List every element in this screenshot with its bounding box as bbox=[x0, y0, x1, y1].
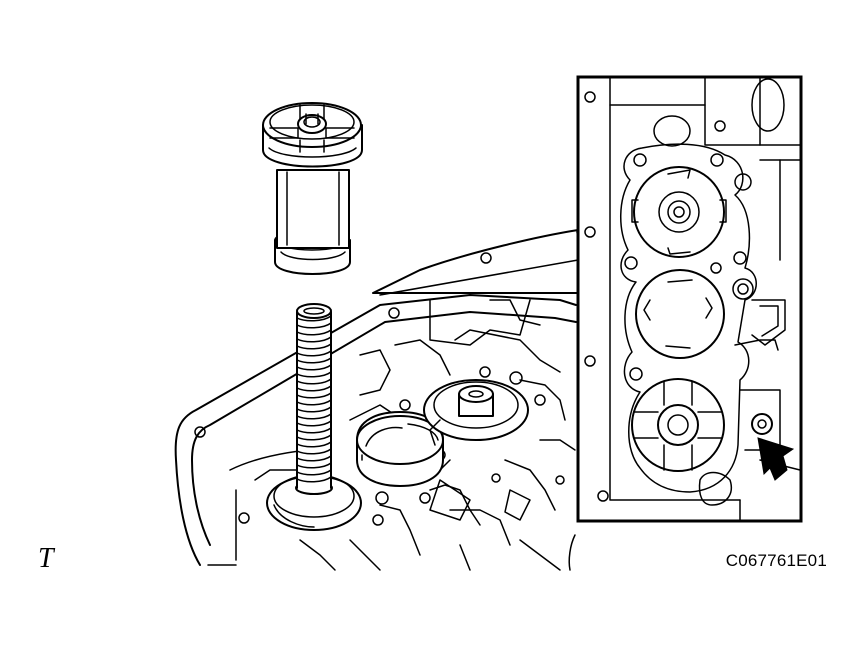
spring-coil bbox=[296, 322, 332, 329]
spring-coil bbox=[296, 427, 332, 434]
transmission-case bbox=[174, 226, 588, 571]
spring-coil bbox=[296, 462, 332, 469]
accumulator-piston-installed bbox=[356, 411, 444, 487]
spring-coil bbox=[296, 385, 332, 392]
figure-code: C067761E01 bbox=[725, 551, 827, 570]
spring-coil bbox=[296, 448, 332, 455]
spring-coil bbox=[296, 420, 332, 427]
detail-inset bbox=[576, 75, 803, 523]
spring-coil bbox=[296, 476, 332, 483]
spring-coil bbox=[296, 336, 332, 343]
spring-coil bbox=[296, 441, 332, 448]
spring-coil bbox=[296, 469, 332, 476]
spring-coil bbox=[296, 399, 332, 406]
accumulator-piston bbox=[262, 102, 363, 275]
spring-coil bbox=[296, 315, 332, 322]
spring-coil bbox=[296, 406, 332, 413]
spring-coil bbox=[296, 350, 332, 357]
spring-coil bbox=[296, 392, 332, 399]
callout-leader bbox=[372, 229, 579, 296]
spring-coil bbox=[296, 378, 332, 385]
spring-coil bbox=[296, 329, 332, 336]
spring-coil bbox=[296, 434, 332, 441]
accumulator-spring bbox=[295, 303, 333, 495]
spring-coil bbox=[296, 364, 332, 371]
corner-mark: T bbox=[38, 543, 54, 574]
spring-coil bbox=[296, 357, 332, 364]
spring-coil bbox=[296, 413, 332, 420]
spring-coil bbox=[296, 371, 332, 378]
accumulator-bore bbox=[266, 474, 362, 531]
spring-coil bbox=[296, 455, 332, 462]
accumulator-cover-installed bbox=[423, 379, 529, 446]
spring-coil bbox=[296, 343, 332, 350]
indicator-arrow bbox=[757, 437, 795, 481]
